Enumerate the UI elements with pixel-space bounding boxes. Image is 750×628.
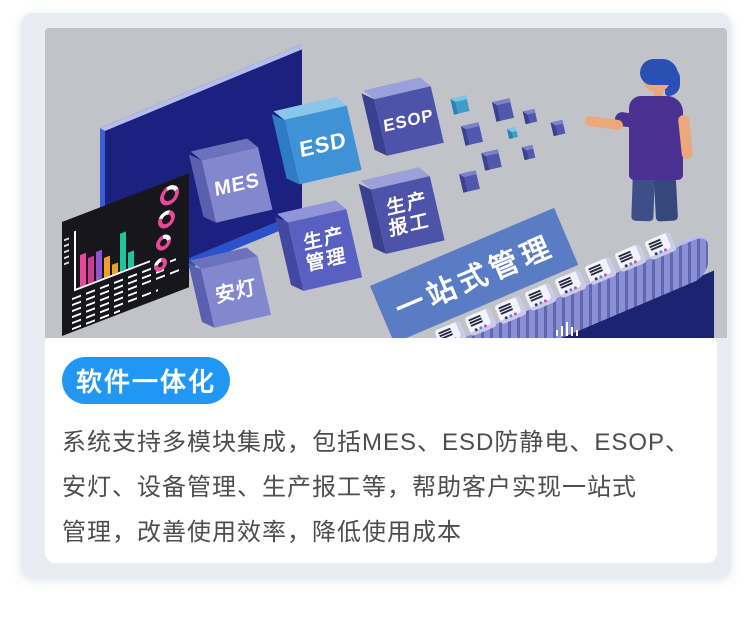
description-line: 管理，改善使用效率，降低使用成本 xyxy=(62,519,462,546)
floating-cube xyxy=(481,149,502,171)
person-hair xyxy=(640,59,678,85)
cube-andon-label: 安灯 xyxy=(214,276,258,308)
floating-cube xyxy=(521,144,536,161)
cube-esd-label: ESD xyxy=(297,126,348,163)
donut-chart-ring xyxy=(156,184,183,207)
cube-production-management: 生产管理 xyxy=(275,200,363,291)
floating-cube xyxy=(450,95,470,115)
floating-cube xyxy=(460,122,484,146)
person xyxy=(584,55,697,255)
floating-cube xyxy=(550,119,566,137)
cube-esop: ESOP xyxy=(361,77,444,156)
floating-cube xyxy=(522,108,538,125)
section-badge-label: 软件一体化 xyxy=(75,367,216,397)
cube-esd: ESD xyxy=(271,96,362,185)
person-leg xyxy=(631,176,655,222)
description-line: 安灯、设备管理、生产报工等，帮助客户实现一站式 xyxy=(62,474,637,501)
cube-mes: MES xyxy=(188,138,273,223)
cube-andon: 安灯 xyxy=(188,247,272,328)
floating-cube xyxy=(506,127,519,139)
description-line: 系统支持多模块集成，包括MES、ESD防静电、ESOP、 xyxy=(62,429,691,456)
floating-cube xyxy=(459,170,480,193)
cube-production-report-label: 生产报工 xyxy=(384,189,432,241)
cube-production-report: 生产报工 xyxy=(358,167,445,254)
description-paragraph: 系统支持多模块集成，包括MES、ESD防静电、ESOP、 安灯、设备管理、生产报… xyxy=(62,420,710,555)
donut-chart-ring xyxy=(152,232,175,253)
feature-card: MES ESD ESOP 安灯 生产管理 生产报工 xyxy=(21,13,731,577)
person-neck xyxy=(654,90,663,98)
cube-mes-label: MES xyxy=(213,168,261,201)
person-leg xyxy=(653,178,679,222)
factory-illustration: MES ESD ESOP 安灯 生产管理 生产报工 xyxy=(45,28,727,338)
floating-cube xyxy=(491,98,515,122)
section-badge: 软件一体化 xyxy=(62,357,230,404)
donut-chart-ring xyxy=(155,206,178,233)
y-axis-ticks xyxy=(64,237,69,269)
content-panel: 软件一体化 系统支持多模块集成，包括MES、ESD防静电、ESOP、 安灯、设备… xyxy=(45,338,717,563)
analytics-panel xyxy=(62,173,189,336)
cube-production-management-label: 生产管理 xyxy=(301,224,349,276)
equalizer-marks xyxy=(556,322,581,336)
cube-esop-label: ESOP xyxy=(382,105,436,137)
person-torso xyxy=(629,96,683,180)
